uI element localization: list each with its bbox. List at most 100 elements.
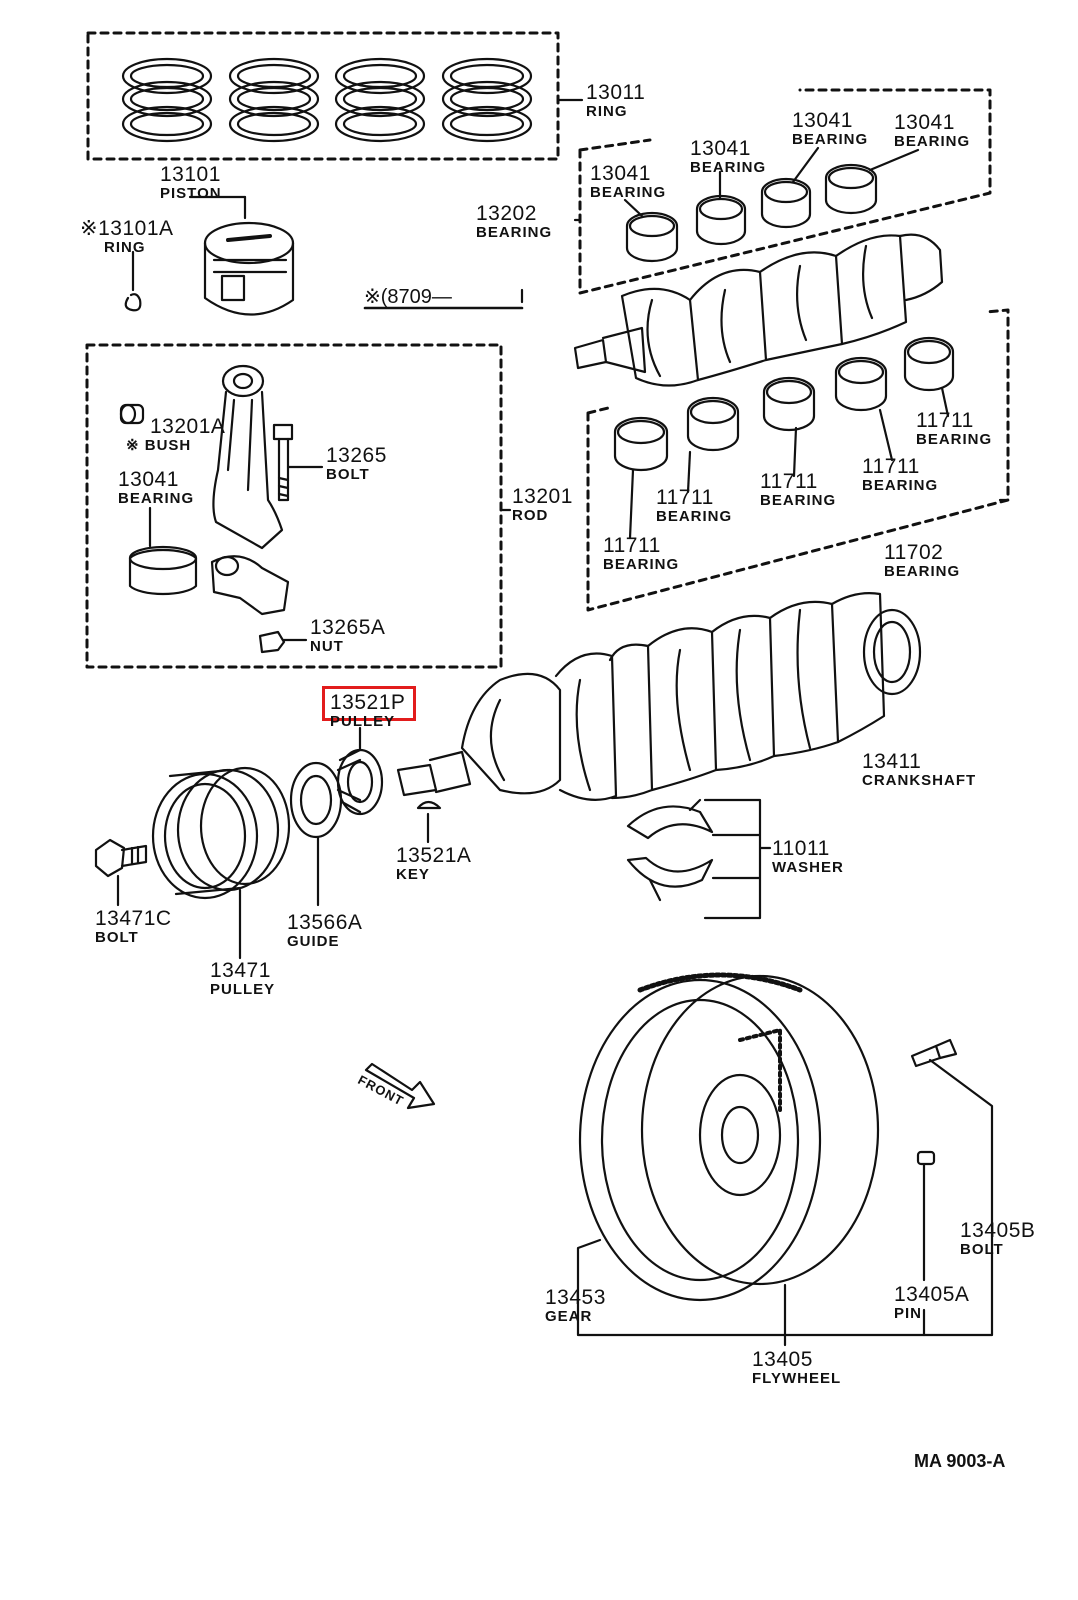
reference-note: ※(8709— bbox=[364, 286, 452, 308]
flywheel-hardware bbox=[910, 1038, 958, 1337]
label-washer: 11011 WASHER bbox=[772, 838, 844, 875]
part-name: BEARING bbox=[884, 563, 961, 580]
label-bearing-b: 13041 BEARING bbox=[690, 138, 766, 175]
highlight-box bbox=[322, 686, 416, 721]
part-name: RING bbox=[586, 103, 628, 120]
part-number: 13265A bbox=[310, 616, 386, 639]
label-rod-bolt: 13265 BOLT bbox=[326, 445, 387, 482]
label-crank-pulley: 13471 PULLEY bbox=[210, 960, 275, 997]
label-flywheel: 13405 FLYWHEEL bbox=[752, 1349, 841, 1386]
flywheel-drawing bbox=[576, 972, 994, 1347]
part-name: WASHER bbox=[772, 859, 844, 876]
part-number: 11702 bbox=[884, 541, 944, 564]
part-number: 13405A bbox=[894, 1283, 970, 1306]
part-number: 13405B bbox=[960, 1219, 1036, 1242]
part-name: GUIDE bbox=[287, 933, 340, 950]
label-ring-gear: 13453 GEAR bbox=[545, 1287, 606, 1324]
label-bearing-set-upper: 13202 BEARING bbox=[476, 203, 552, 240]
part-number: 13411 bbox=[862, 750, 922, 773]
part-name: BEARING bbox=[603, 556, 680, 573]
ring-stack-4 bbox=[441, 57, 533, 143]
label-main-bearing-e: 11711 BEARING bbox=[916, 410, 992, 447]
label-bearing-c: 13041 BEARING bbox=[792, 110, 868, 147]
part-number: 13265 bbox=[326, 444, 387, 467]
part-name: PIN bbox=[894, 1305, 923, 1322]
part-name: FLYWHEEL bbox=[752, 1370, 842, 1387]
key-drawing bbox=[416, 800, 442, 844]
part-number: 13471 bbox=[210, 959, 271, 982]
part-name: PULLEY bbox=[210, 981, 276, 998]
part-number: 13201 bbox=[512, 485, 573, 508]
part-number: 13041 bbox=[590, 162, 651, 185]
part-name: GEAR bbox=[545, 1308, 593, 1325]
part-number: 13011 bbox=[586, 81, 646, 104]
part-number: 13202 bbox=[476, 202, 537, 225]
part-name: BOLT bbox=[326, 466, 370, 483]
part-number: 13405 bbox=[752, 1348, 813, 1371]
bearing-set-lower bbox=[586, 308, 1010, 612]
part-number: 13041 bbox=[690, 137, 751, 160]
label-piston-ring-clip: ※13101A RING bbox=[80, 218, 174, 255]
rod-group bbox=[85, 343, 512, 669]
part-name: BEARING bbox=[590, 184, 667, 201]
guide-drawing bbox=[289, 761, 343, 907]
crankshaft-upper-view bbox=[573, 233, 944, 387]
timing-pulley-drawing bbox=[336, 726, 384, 816]
part-name: NUT bbox=[310, 638, 344, 655]
part-number: 13566A bbox=[287, 911, 363, 934]
part-name: BOLT bbox=[960, 1241, 1004, 1258]
part-number: ※13101A bbox=[80, 217, 174, 240]
label-main-bearing-c: 11711 BEARING bbox=[760, 471, 836, 508]
part-name: PISTON bbox=[160, 185, 222, 202]
label-rod-bearing: 13041 BEARING bbox=[118, 469, 194, 506]
label-flywheel-bolt: 13405B BOLT bbox=[960, 1220, 1035, 1257]
figure-code: MA 9003-A bbox=[914, 1451, 1006, 1471]
part-name: CRANKSHAFT bbox=[862, 772, 977, 789]
crank-pulley-drawing bbox=[151, 766, 291, 960]
label-pulley-bolt: 13471C BOLT bbox=[95, 908, 172, 945]
part-number: 11011 bbox=[772, 837, 830, 860]
part-number: 13041 bbox=[894, 111, 955, 134]
part-number: 13101 bbox=[160, 163, 221, 186]
crankshaft-drawing bbox=[396, 592, 922, 801]
piston-drawing bbox=[188, 195, 295, 316]
part-number: 13521A bbox=[396, 844, 472, 867]
label-main-bearing-set: 11702 BEARING bbox=[884, 542, 960, 579]
bearing-set-upper bbox=[573, 88, 992, 295]
ring-stack-1 bbox=[121, 57, 213, 143]
label-timing-pulley[interactable]: 13521P PULLEY bbox=[330, 692, 405, 729]
part-number: 13521P bbox=[330, 691, 406, 714]
part-name: RING bbox=[104, 239, 146, 256]
part-name: BEARING bbox=[916, 431, 993, 448]
part-number: 13471C bbox=[95, 907, 172, 930]
part-name: KEY bbox=[396, 866, 430, 883]
part-name: BOLT bbox=[95, 929, 139, 946]
label-guide: 13566A GUIDE bbox=[287, 912, 362, 949]
label-rod-nut: 13265A NUT bbox=[310, 617, 385, 654]
label-crankshaft: 13411 CRANKSHAFT bbox=[862, 751, 976, 788]
part-number: 11711 bbox=[603, 534, 661, 557]
part-number: 11711 bbox=[916, 409, 974, 432]
ring-stack-3 bbox=[334, 57, 426, 143]
part-number: 13453 bbox=[545, 1286, 606, 1309]
pulley-bolt-drawing bbox=[94, 838, 148, 907]
part-name: BEARING bbox=[476, 224, 553, 241]
part-name: BEARING bbox=[894, 133, 971, 150]
part-name: ROD bbox=[512, 507, 549, 524]
front-arrow bbox=[364, 1062, 436, 1110]
part-name: BEARING bbox=[690, 159, 767, 176]
label-pin: 13405A PIN bbox=[894, 1284, 969, 1321]
ring-stack-2 bbox=[228, 57, 320, 143]
label-bearing-d: 13041 BEARING bbox=[894, 112, 970, 149]
part-number: 11711 bbox=[862, 455, 920, 478]
ring-clip-drawing bbox=[124, 250, 142, 312]
part-name: BEARING bbox=[656, 508, 733, 525]
label-key: 13521A KEY bbox=[396, 845, 471, 882]
part-name: BEARING bbox=[862, 477, 939, 494]
label-bush: 13201A ※ BUSH bbox=[126, 415, 226, 453]
part-number: 13201A bbox=[150, 415, 226, 438]
label-main-bearing-d: 11711 BEARING bbox=[862, 456, 938, 493]
part-name: BEARING bbox=[760, 492, 837, 509]
label-main-bearing-a: 11711 BEARING bbox=[603, 535, 679, 572]
